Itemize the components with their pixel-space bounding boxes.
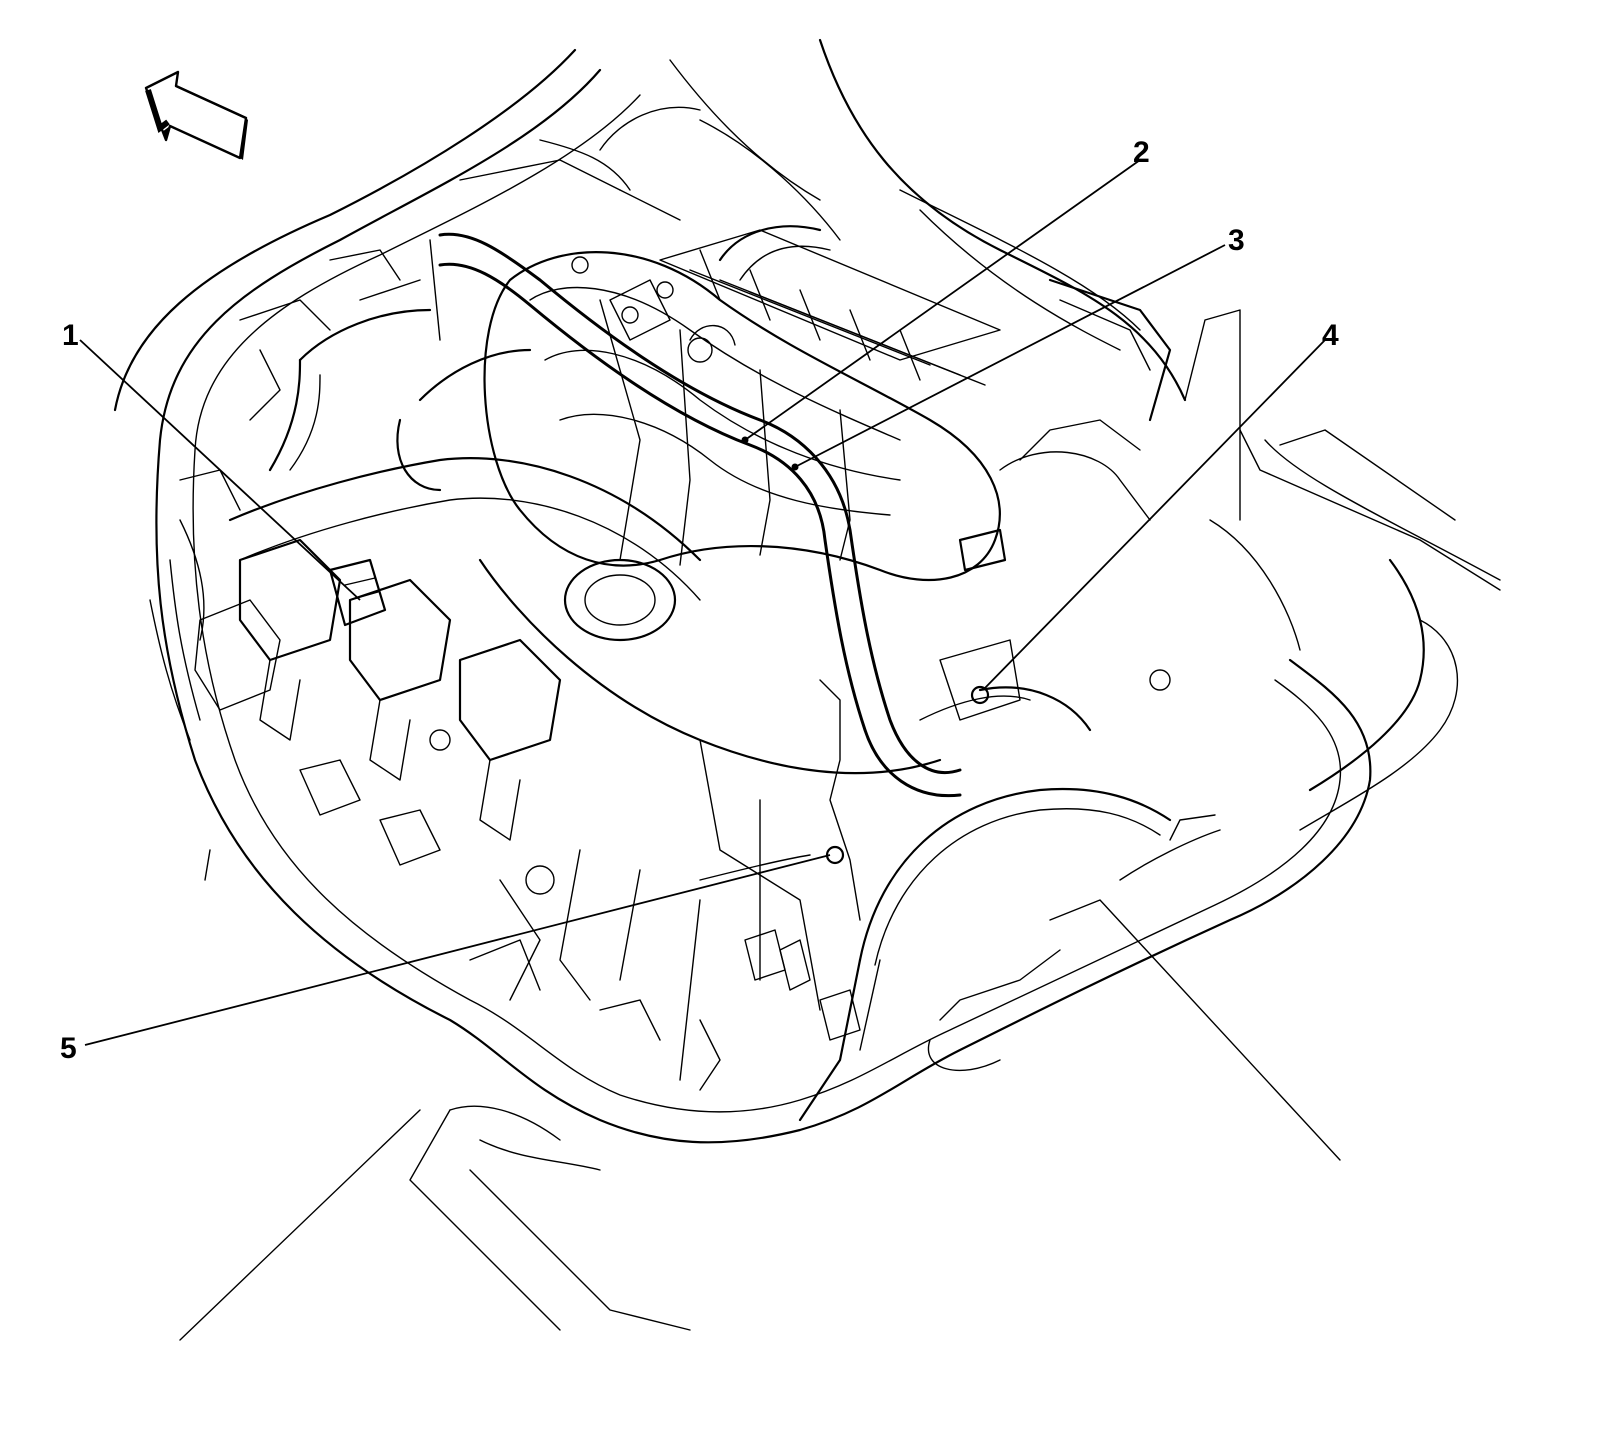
callout-2: 2 (1133, 136, 1150, 169)
coil-pack-1 (238, 538, 342, 741)
coil-pack-3 (458, 638, 562, 841)
engine-assembly (179, 106, 1172, 1122)
callout-leaders (79, 159, 1326, 1046)
body-outline (113, 38, 1501, 1341)
coil-pack-2 (348, 578, 452, 781)
coil-pack-4 (194, 599, 281, 711)
front-direction-arrow-icon (144, 70, 248, 160)
callout-4: 4 (1322, 319, 1339, 352)
callout-labels: 1 2 3 4 5 (60, 136, 1339, 1065)
callout-1: 1 (62, 319, 79, 352)
callout-5: 5 (60, 1032, 77, 1065)
callout-3: 3 (1228, 224, 1245, 257)
flywheel (798, 787, 1172, 1122)
